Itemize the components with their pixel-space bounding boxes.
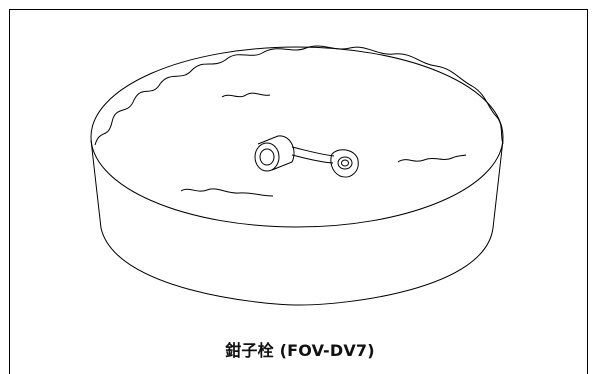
plug-cap-face [254, 142, 280, 172]
figure-frame [9, 9, 588, 374]
plug-cap-hole [259, 148, 275, 166]
dish-side-wall [90, 139, 504, 306]
surface-wave-1 [221, 92, 271, 98]
surface-wave-2 [397, 154, 467, 163]
plug-strap [291, 146, 335, 164]
plug-ring-inner [341, 159, 349, 167]
forceps-plug [254, 135, 359, 178]
plug-cap-body [257, 135, 295, 171]
figure-caption: 鉗子栓 (FOV-DV7) [225, 341, 375, 360]
plug-ring-outer [337, 156, 353, 170]
cover-edge [94, 45, 504, 146]
plug-ring-tab [330, 149, 359, 178]
dish-rim [90, 46, 504, 228]
surface-wave-3 [180, 188, 274, 197]
